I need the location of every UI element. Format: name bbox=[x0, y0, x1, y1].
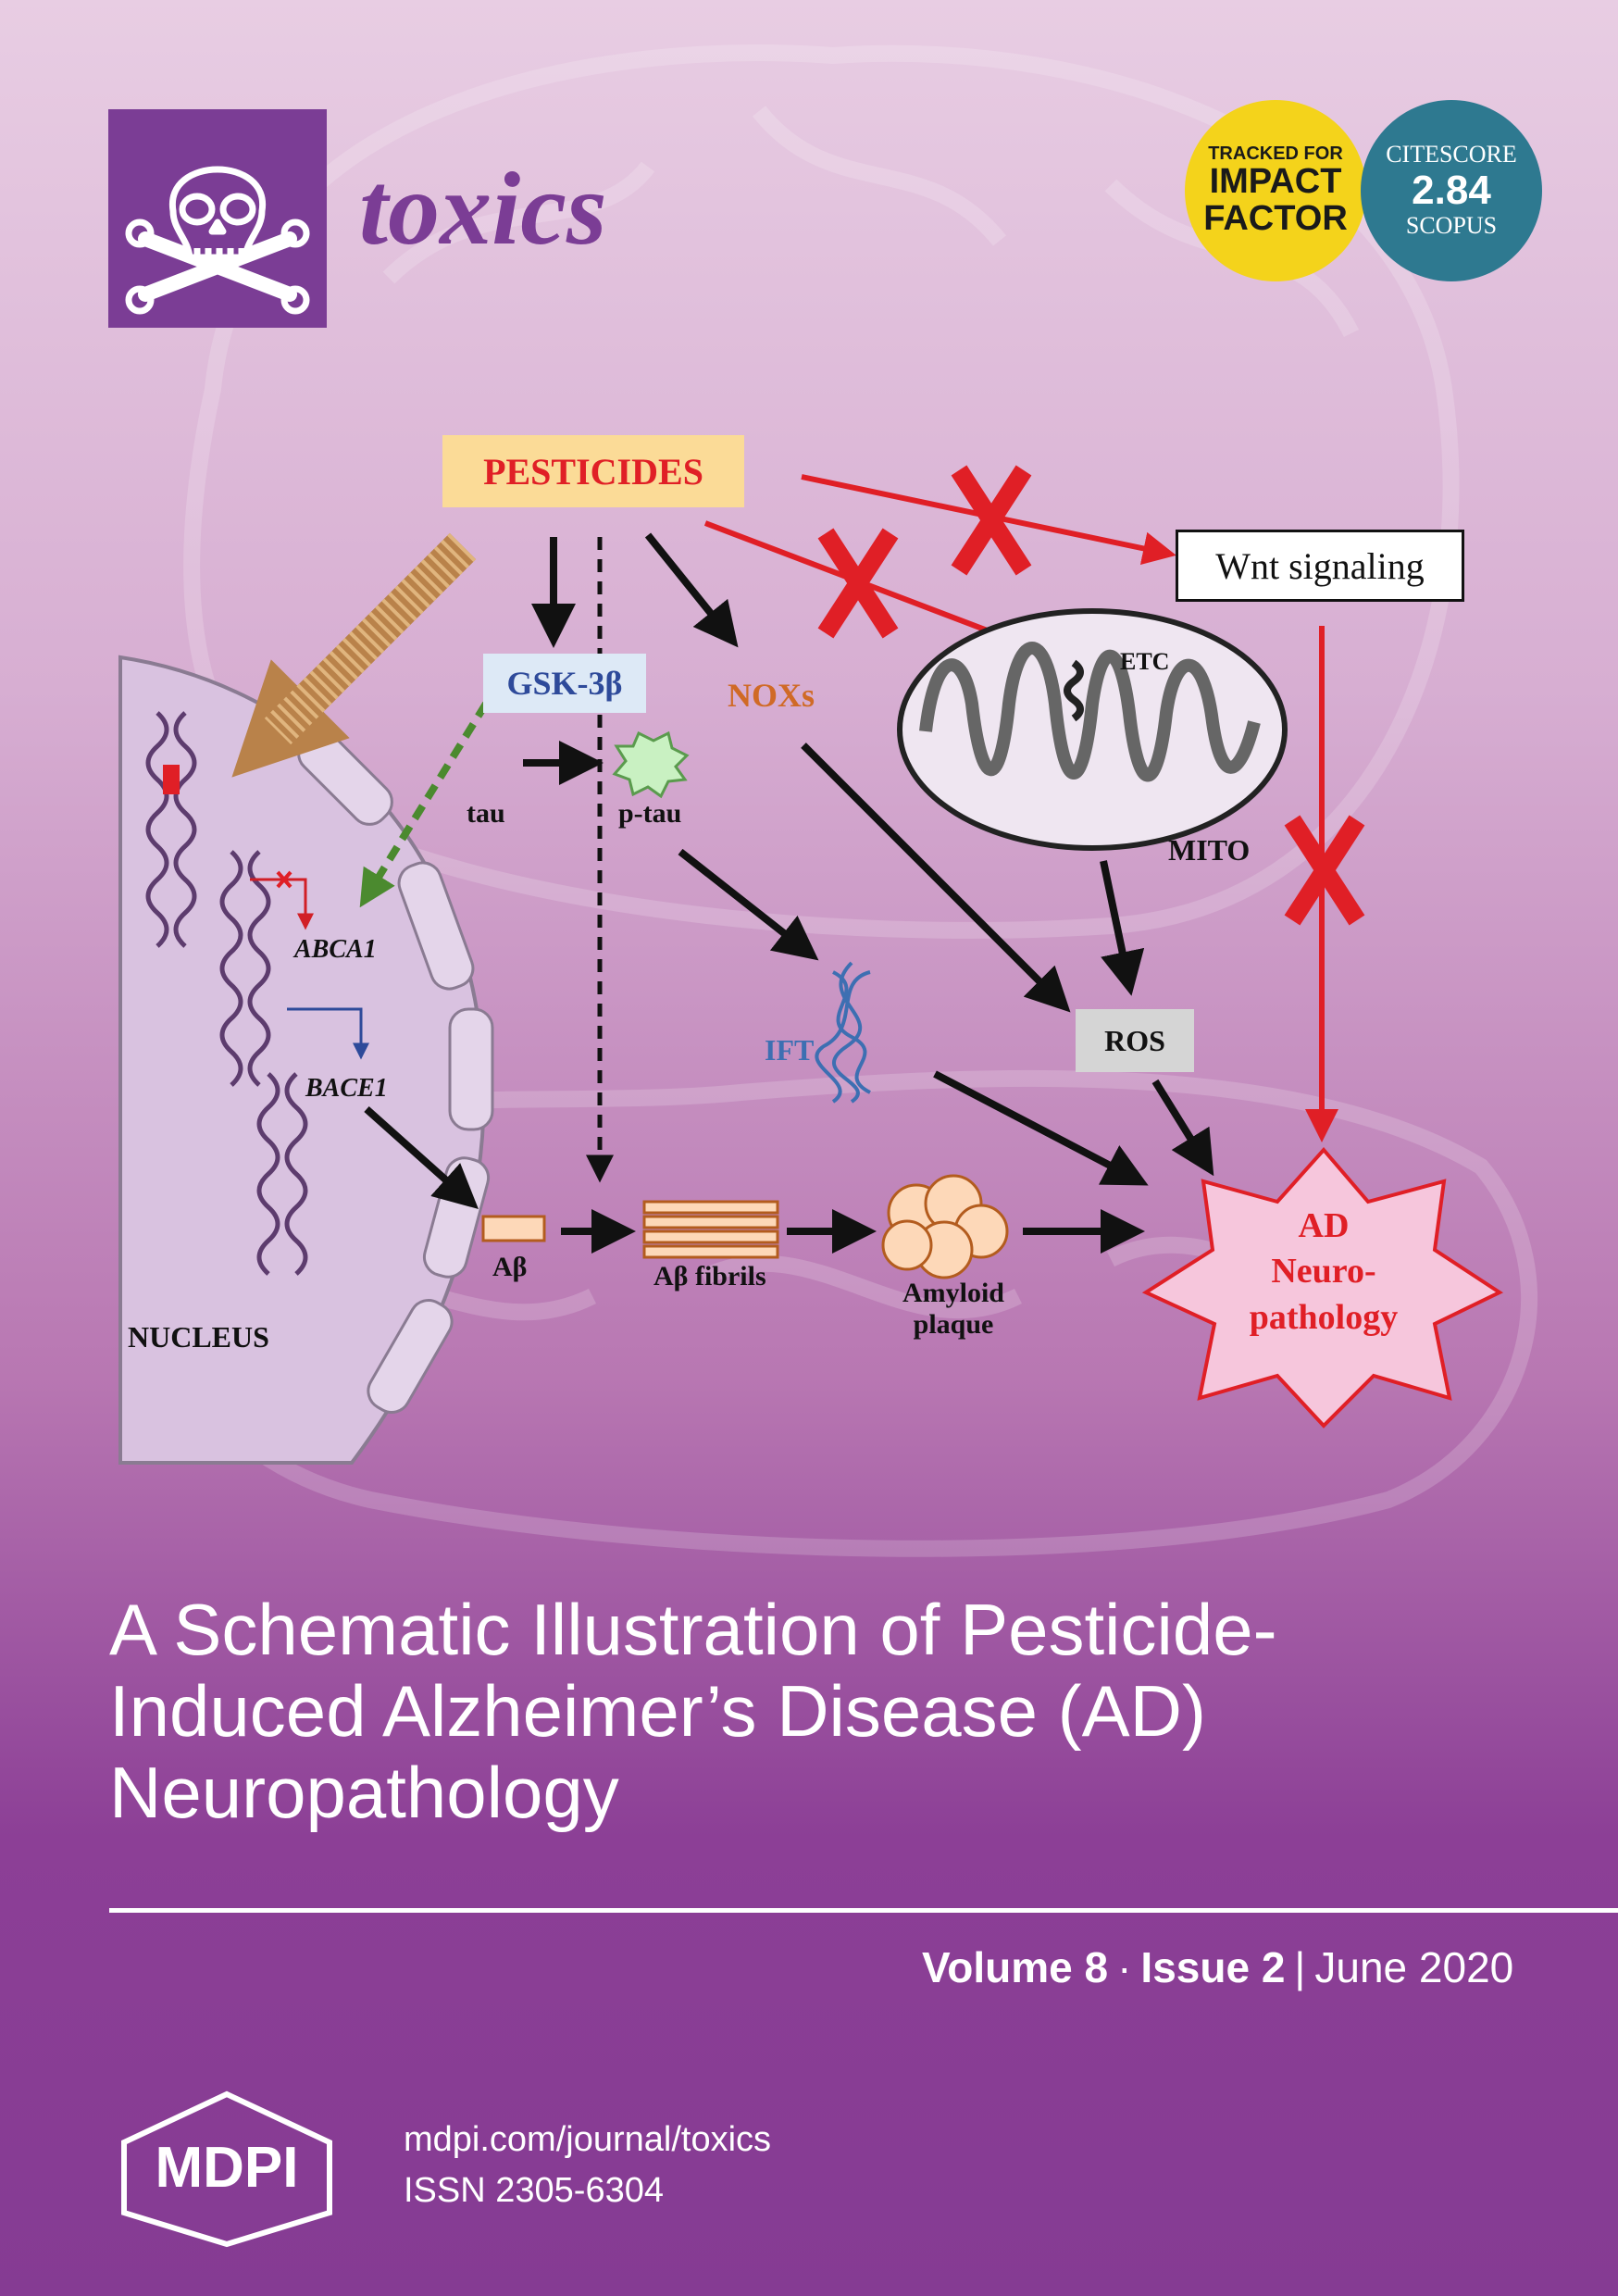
mitochondrion bbox=[897, 608, 1288, 851]
journal-logo bbox=[108, 109, 327, 328]
abeta-fibrils-label: Aβ fibrils bbox=[653, 1261, 766, 1292]
title-line: A Schematic Illustration of Pesticide- bbox=[109, 1589, 1277, 1670]
mito-to-ros-arrow bbox=[1100, 860, 1145, 996]
ros-to-ad-arrow bbox=[1151, 1079, 1214, 1177]
gsk3b-label: GSK-3β bbox=[483, 654, 646, 713]
issn: ISSN 2305-6304 bbox=[404, 2171, 664, 2211]
title-line: Induced Alzheimer’s Disease (AD) bbox=[109, 1670, 1206, 1753]
dna-marker bbox=[163, 765, 180, 794]
mdpi-logo: MDPI bbox=[111, 2090, 342, 2252]
abeta-label: Aβ bbox=[492, 1252, 528, 1282]
ad-line: AD bbox=[1298, 1206, 1350, 1245]
noxs-to-ros-arrow bbox=[801, 742, 1071, 1013]
amyloid-plaque-shape bbox=[881, 1174, 1009, 1279]
journal-title: toxics bbox=[359, 152, 607, 267]
ptau-label: p-tau bbox=[618, 798, 682, 829]
bace1-to-abeta-arrow bbox=[364, 1106, 479, 1209]
nucleus-label: NUCLEUS bbox=[128, 1320, 269, 1354]
dot-separator: · bbox=[1117, 1943, 1132, 1991]
issue-number: Issue 2 bbox=[1140, 1943, 1286, 1991]
citescore-badge: CITESCORE 2.84 SCOPUS bbox=[1361, 100, 1542, 281]
amyloid-line: Amyloid bbox=[902, 1278, 1004, 1308]
ift-label: IFT bbox=[765, 1033, 815, 1067]
ptau-to-ift-arrow bbox=[678, 848, 819, 961]
etc-label: ETC bbox=[1120, 648, 1170, 675]
impact-factor-badge: TRACKED FOR IMPACT FACTOR bbox=[1185, 100, 1366, 281]
ad-neuropathology-label: AD Neuro- pathology bbox=[1176, 1204, 1472, 1341]
wnt-signaling-label: Wnt signaling bbox=[1176, 530, 1464, 602]
gsk-to-abca1-arrow bbox=[359, 701, 490, 908]
ptau-shape bbox=[612, 730, 690, 799]
badge-line: CITESCORE bbox=[1386, 141, 1517, 168]
noxs-label: NOXs bbox=[728, 677, 815, 714]
issue-info: Volume 8·Issue 2|June 2020 bbox=[922, 1942, 1513, 1992]
bace1-label: BACE1 bbox=[305, 1074, 388, 1103]
ros-label: ROS bbox=[1076, 1009, 1194, 1072]
pesticides-to-noxs-arrow bbox=[644, 532, 739, 648]
arrow-stripes bbox=[264, 532, 477, 745]
title-line: Neuropathology bbox=[109, 1752, 619, 1834]
cover-title: A Schematic Illustration of Pesticide- I… bbox=[109, 1589, 1553, 1833]
volume: Volume 8 bbox=[922, 1943, 1109, 1991]
badge-line: TRACKED FOR bbox=[1208, 144, 1343, 165]
pesticides-label: PESTICIDES bbox=[442, 435, 744, 507]
abca1-label: ABCA1 bbox=[294, 935, 377, 964]
abeta-monomer bbox=[481, 1215, 546, 1242]
issue-date: June 2020 bbox=[1314, 1943, 1514, 1991]
mito-label: MITO bbox=[1168, 833, 1251, 867]
bar-separator: | bbox=[1294, 1943, 1306, 1991]
skull-crossbones-icon bbox=[125, 166, 310, 315]
amyloid-line: plaque bbox=[913, 1309, 994, 1340]
ad-neuropathology-star bbox=[1141, 1146, 1504, 1429]
inhibition-x-marks bbox=[817, 465, 1365, 926]
ift-to-ad-arrow bbox=[933, 1070, 1149, 1186]
badge-line: IMPACT bbox=[1209, 162, 1342, 202]
journal-url[interactable]: mdpi.com/journal/toxics bbox=[404, 2120, 772, 2159]
divider bbox=[109, 1908, 1618, 1913]
badge-line: SCOPUS bbox=[1405, 212, 1498, 240]
publisher-footer: mdpi.com/journal/toxics ISSN 2305-6304 bbox=[404, 2115, 771, 2216]
ift-tangle bbox=[815, 961, 871, 1104]
pesticide-entry-arrow bbox=[231, 532, 477, 778]
ad-line: Neuro- bbox=[1271, 1252, 1376, 1292]
citescore-value: 2.84 bbox=[1412, 167, 1491, 213]
tau-label: tau bbox=[467, 798, 505, 829]
badge-line: FACTOR bbox=[1203, 199, 1348, 238]
mdpi-hexagon-icon: MDPI bbox=[121, 2090, 332, 2248]
ad-line: pathology bbox=[1249, 1297, 1399, 1337]
abeta-fibrils-shape bbox=[642, 1200, 779, 1259]
mdpi-logo-text: MDPI bbox=[156, 2136, 299, 2200]
amyloid-plaque-label: Amyloid plaque bbox=[898, 1278, 1009, 1341]
